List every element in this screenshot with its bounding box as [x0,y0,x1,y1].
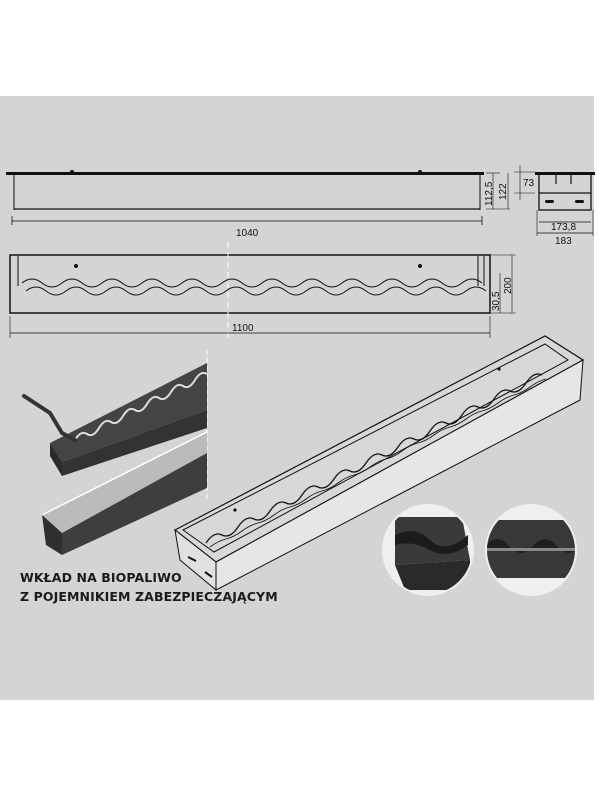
dim-width-183: 183 [555,236,572,247]
side-view [6,165,535,225]
product-caption: WKŁAD NA BIOPALIWO Z POJEMNIKIEM ZABEZPI… [20,568,278,606]
detail-circle-left [382,504,474,596]
dim-length-1100: 1100 [232,323,254,334]
caption-line-2: Z POJEMNIKIEM ZABEZPIECZAJĄCYM [20,589,278,604]
detail-circle-right [485,504,577,596]
plan-view [9,242,516,340]
dim-offset-30-5: 30,5 [491,291,502,311]
exploded-view [22,350,208,555]
end-view [535,172,595,236]
dim-width-200: 200 [503,277,514,294]
dim-length-1040: 1040 [236,228,259,239]
dim-height-122: 122 [498,183,509,200]
dim-height-73: 73 [523,178,535,189]
dim-height-112-5: 112,5 [484,181,495,206]
caption-line-1: WKŁAD NA BIOPALIWO [20,570,182,585]
isometric-burner [173,335,585,592]
dim-width-173-8: 173,8 [551,222,576,233]
